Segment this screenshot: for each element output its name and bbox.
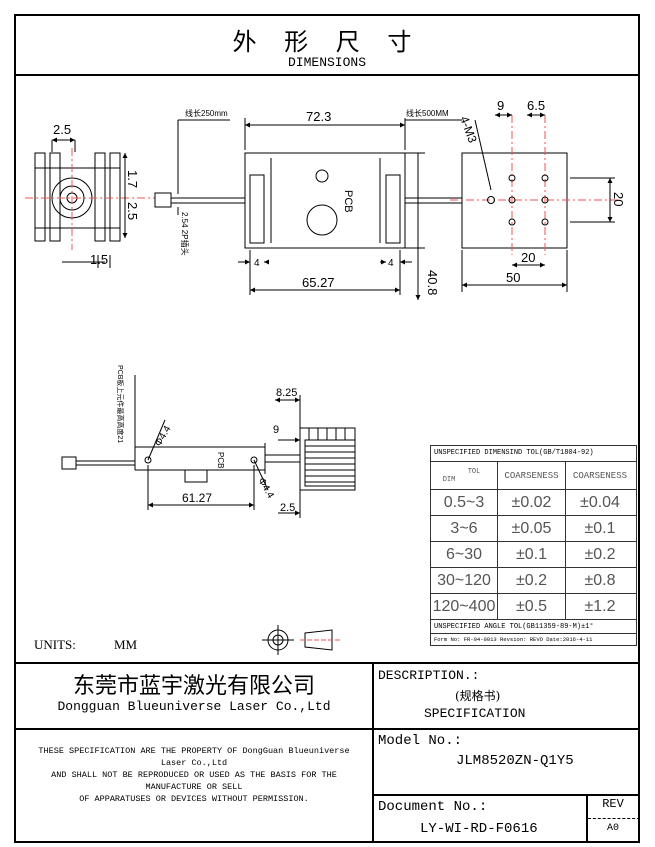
tolerance-a: ±0.1: [498, 542, 566, 567]
tolerance-header-row: TOL DIM COARSENESS COARSENESS: [431, 462, 636, 490]
notice-line: MANUFACTURE OR SELL: [145, 782, 243, 792]
description-label: DESCRIPTION.:: [378, 668, 480, 683]
tolerance-header-tol: TOL: [467, 467, 481, 476]
dim-20-vertical: 20: [611, 192, 626, 206]
description-cn: (规格书): [455, 689, 501, 703]
rev-divider: [588, 818, 640, 819]
units: UNITS: MM: [34, 637, 137, 653]
tolerance-row: 120~400 ±0.5 ±1.2: [431, 594, 636, 620]
notice-line: OF APPARATUSES OR DEVICES WITHOUT PERMIS…: [79, 794, 309, 804]
note-pcb-bottom: PCB: [216, 452, 225, 468]
dim-1-7: 1.7: [125, 170, 140, 188]
dim-65-27: 65.27: [302, 275, 335, 290]
drawing-frame: [14, 14, 640, 843]
tolerance-a: ±0.5: [498, 594, 566, 619]
title-en: DIMENSIONS: [287, 55, 366, 70]
tolerance-angle: UNSPECIFIED ANGLE TOL(GB11359-89-M)±1°: [431, 620, 636, 634]
dim-9-bottom: 9: [273, 424, 279, 436]
tolerance-row: 3~6 ±0.05 ±0.1: [431, 516, 636, 542]
rev-label: REV: [602, 797, 624, 811]
tolerance-row: 6~30 ±0.1 ±0.2: [431, 542, 636, 568]
engineering-drawing: 2.5 1.7 2.5 1.5 72.3 4 4 65.27 40.8 9 6.…: [25, 98, 626, 655]
rev-value: A0: [606, 823, 619, 834]
tolerance-a: ±0.05: [498, 516, 566, 541]
tolerance-b: ±0.8: [584, 571, 616, 589]
tolerance-table: UNSPECIFIED DIMENSIND TOL(GB/T1804-92) T…: [430, 445, 637, 646]
divider-rev: [586, 794, 588, 843]
note-wire-250: 线长250mm: [185, 108, 228, 118]
tolerance-range: 120~400: [431, 594, 498, 619]
model-value: JLM8520ZN-Q1Y5: [456, 753, 574, 769]
title-cn: 外 形 尺 寸: [232, 28, 422, 56]
note-pcb-height: PCB板上元件最高高度21: [116, 365, 125, 443]
tolerance-b: ±0.2: [584, 545, 616, 563]
tolerance-b: ±0.1: [584, 519, 616, 537]
dim-1-5: 1.5: [90, 252, 108, 267]
company-name-en: Dongguan Blueuniverse Laser Co.,Ltd: [57, 699, 331, 714]
divider-title: [14, 74, 640, 76]
description-en: SPECIFICATION: [424, 706, 526, 721]
dim-phi-4-4-left: Φ4.4: [153, 424, 174, 449]
tolerance-row: 30~120 ±0.2 ±0.8: [431, 568, 636, 594]
dim-9: 9: [497, 98, 504, 113]
tolerance-header-dim: TOL DIM: [431, 462, 498, 489]
note-connector: 2.54 2P插头: [180, 212, 190, 256]
tolerance-header-dim-label: DIM: [442, 475, 456, 484]
note-pcb-top: PCB: [342, 190, 354, 213]
note-wire-500: 线长500MM: [406, 108, 449, 118]
notice-line: AND SHALL NOT BE REPRODUCED OR USED AS T…: [51, 770, 337, 780]
dim-40-8: 40.8: [425, 270, 440, 295]
divider-doc: [372, 794, 640, 796]
divider-drawing: [14, 662, 640, 664]
tolerance-b: ±0.04: [580, 493, 620, 511]
tolerance-title: UNSPECIFIED DIMENSIND TOL(GB/T1804-92): [431, 446, 636, 462]
notice-line: Laser Co.,Ltd: [160, 758, 228, 768]
dim-4-right: 4: [388, 258, 394, 269]
tolerance-range: 0.5~3: [431, 490, 498, 515]
dim-72-3: 72.3: [306, 109, 331, 124]
tolerance-range: 30~120: [431, 568, 498, 593]
document-value: LY-WI-RD-F0616: [420, 821, 538, 837]
dim-20-horizontal: 20: [521, 250, 535, 265]
dim-61-27: 61.27: [182, 491, 212, 505]
dim-2-5-side: 2.5: [125, 202, 140, 220]
property-notice: THESE SPECIFICATION ARE THE PROPERTY OF …: [18, 744, 370, 806]
tolerance-a: ±0.02: [498, 490, 566, 515]
units-value: MM: [114, 637, 138, 652]
divider-desc: [14, 728, 640, 730]
dim-50: 50: [506, 270, 520, 285]
dim-phi-4-4-right: Φ4.4: [255, 476, 276, 501]
dim-4-left: 4: [254, 258, 260, 269]
company-name-cn: 东莞市蓝宇激光有限公司: [72, 674, 315, 699]
model-label: Model No.:: [378, 733, 463, 749]
dim-m3: 4-M3: [457, 114, 480, 145]
tolerance-range: 3~6: [431, 516, 498, 541]
document-label: Document No.:: [378, 799, 488, 815]
tolerance-header-a: COARSENESS: [498, 462, 566, 489]
tolerance-form: Form No: FR-04-0013 Revsion: REVO Date:2…: [434, 636, 593, 643]
tolerance-header-b: COARSENESS: [572, 470, 627, 481]
tolerance-row: 0.5~3 ±0.02 ±0.04: [431, 490, 636, 516]
heatsink-front-view: [34, 152, 121, 242]
dim-2-5-bottom: 2.5: [280, 502, 295, 514]
dim-8-25: 8.25: [276, 387, 297, 399]
tolerance-b: ±1.2: [584, 597, 616, 615]
tolerance-a: ±0.2: [498, 568, 566, 593]
tolerance-range: 6~30: [431, 542, 498, 567]
notice-line: THESE SPECIFICATION ARE THE PROPERTY OF …: [38, 746, 350, 756]
dim-2-5-top: 2.5: [53, 122, 71, 137]
units-label: UNITS:: [34, 637, 76, 652]
divider-company: [372, 662, 374, 843]
dim-6-5: 6.5: [527, 98, 545, 113]
